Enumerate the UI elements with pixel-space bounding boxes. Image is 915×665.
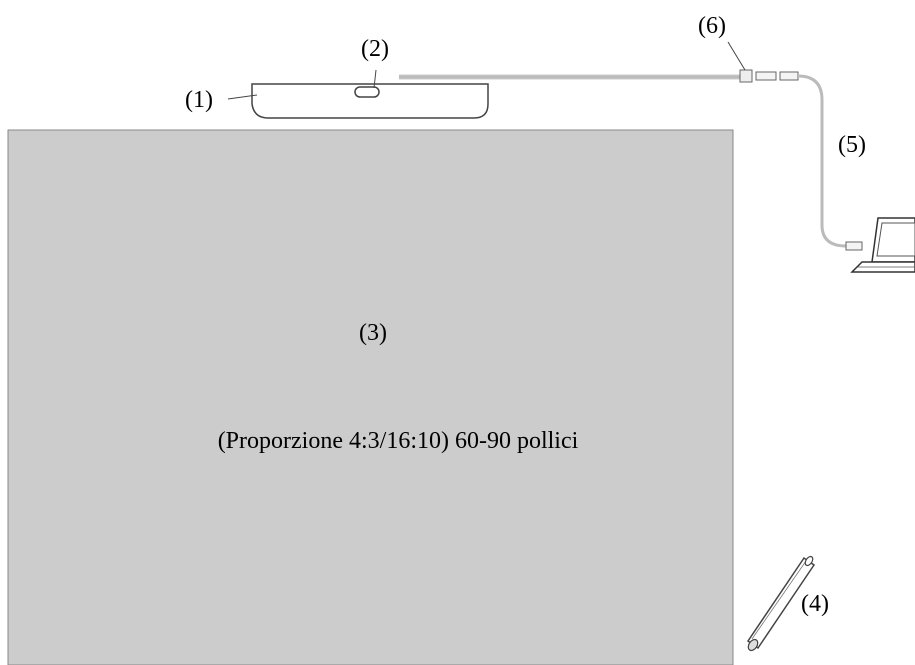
device-button (354, 86, 380, 98)
label-button: (2) (361, 36, 389, 62)
usb-plug-a (755, 71, 777, 81)
projection-screen (7, 129, 734, 665)
usb-plug-b (779, 71, 799, 81)
leader-connector (727, 41, 746, 71)
label-pen: (4) (801, 591, 829, 617)
usb-cable (797, 74, 847, 248)
interactive-device (251, 83, 489, 119)
laptop-icon (850, 217, 915, 273)
label-connector: (6) (698, 13, 726, 39)
stylus-pen-icon (746, 555, 816, 652)
label-device: (1) (185, 87, 213, 113)
leader-button (373, 69, 377, 89)
usb-plug-laptop (845, 241, 863, 251)
label-cable: (5) (838, 132, 866, 158)
label-screen: (3) (359, 320, 387, 346)
leader-device (227, 94, 258, 100)
screen-size-caption: (Proporzione 4:3/16:10) 60-90 pollici (218, 428, 579, 454)
cable-device-connector-edge (399, 74, 740, 80)
cable-connector (739, 69, 753, 83)
